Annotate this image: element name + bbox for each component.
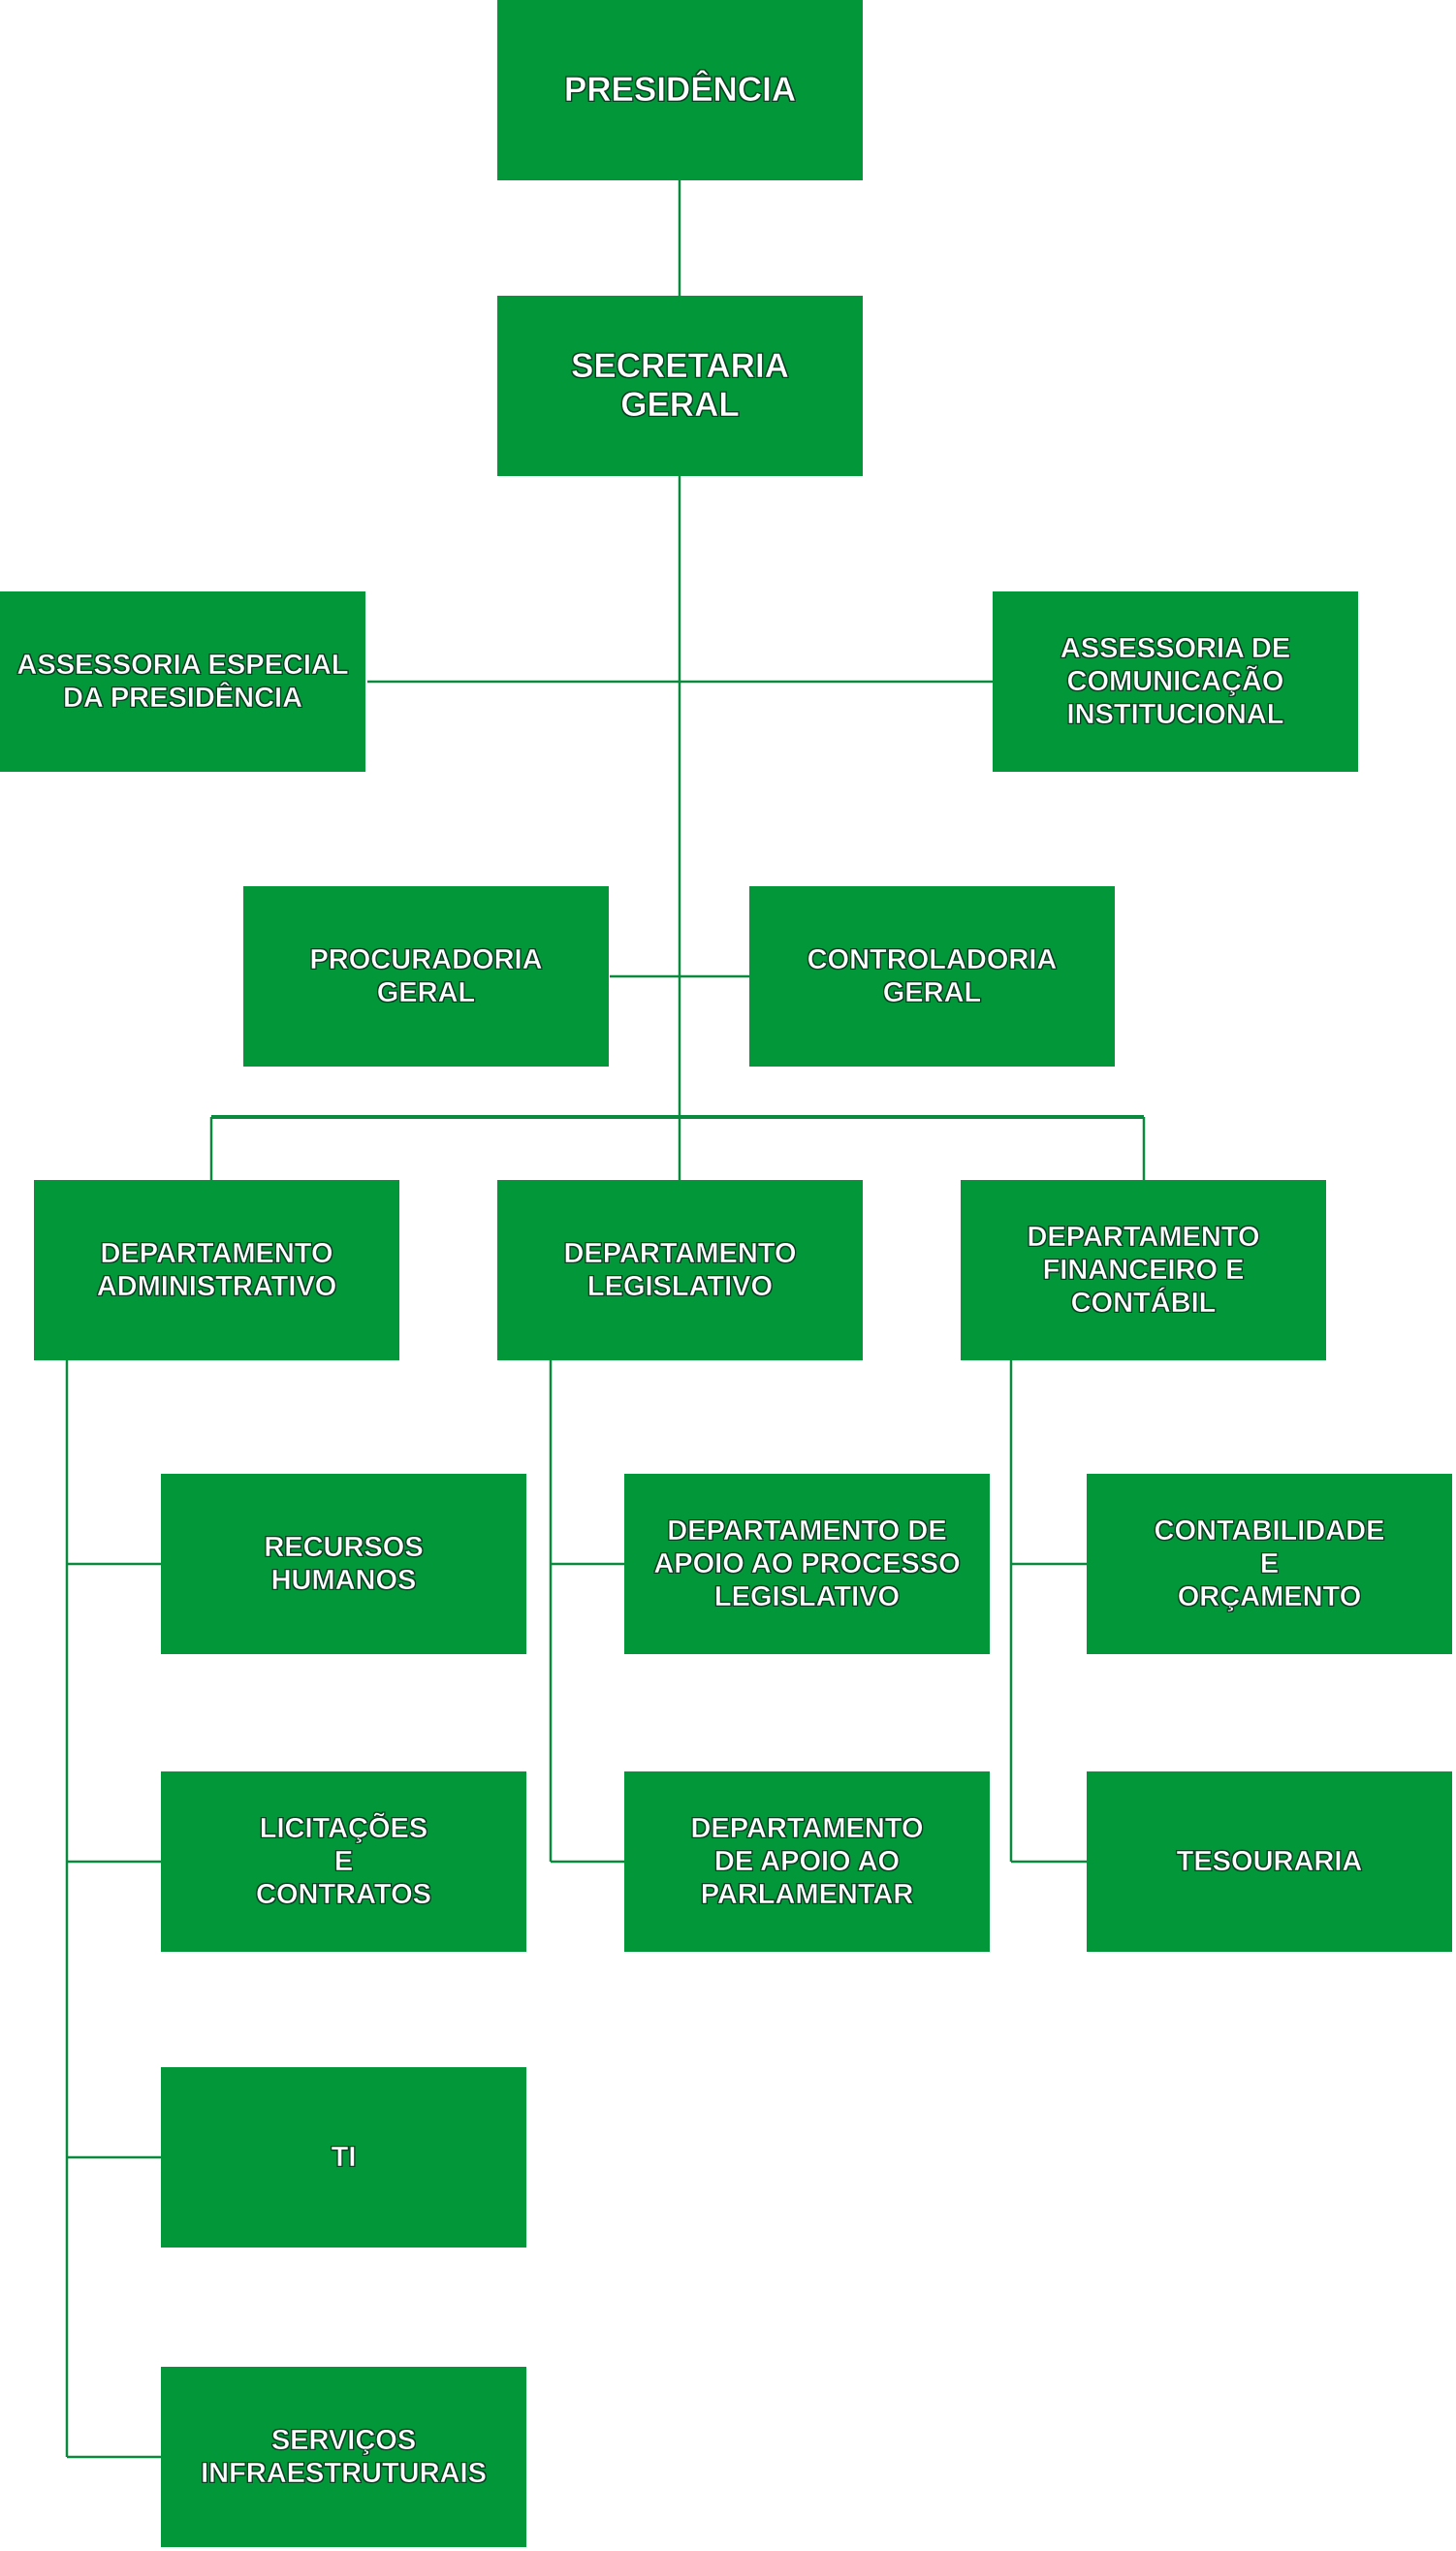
node-presidencia: PRESIDÊNCIA: [497, 0, 863, 180]
node-dept-apoio-processo-legislativo: DEPARTAMENTO DE APOIO AO PROCESSO LEGISL…: [624, 1474, 990, 1654]
node-recursos-humanos: RECURSOS HUMANOS: [161, 1474, 526, 1654]
node-label: CONTROLADORIA GERAL: [807, 944, 1058, 1009]
node-label: DEPARTAMENTO LEGISLATIVO: [563, 1238, 797, 1303]
node-procuradoria-geral: PROCURADORIA GERAL: [243, 886, 609, 1067]
node-licitacoes-contratos: LICITAÇÕES E CONTRATOS: [161, 1771, 526, 1952]
node-label: SECRETARIA GERAL: [571, 347, 790, 425]
node-label: PROCURADORIA GERAL: [309, 944, 543, 1009]
node-label: CONTABILIDADE E ORÇAMENTO: [1154, 1515, 1385, 1613]
node-contabilidade-orcamento: CONTABILIDADE E ORÇAMENTO: [1087, 1474, 1452, 1654]
node-dept-administrativo: DEPARTAMENTO ADMINISTRATIVO: [34, 1180, 399, 1360]
node-dept-apoio-parlamentar: DEPARTAMENTO DE APOIO AO PARLAMENTAR: [624, 1771, 990, 1952]
node-label: RECURSOS HUMANOS: [264, 1532, 424, 1597]
node-assessoria-especial: ASSESSORIA ESPECIAL DA PRESIDÊNCIA: [0, 591, 365, 772]
node-label: DEPARTAMENTO DE APOIO AO PARLAMENTAR: [690, 1813, 924, 1911]
node-label: ASSESSORIA DE COMUNICAÇÃO INSTITUCIONAL: [1060, 633, 1291, 731]
node-label: DEPARTAMENTO FINANCEIRO E CONTÁBIL: [1027, 1222, 1260, 1320]
node-ti: TI: [161, 2067, 526, 2248]
node-label: TESOURARIA: [1176, 1846, 1363, 1878]
node-label: LICITAÇÕES E CONTRATOS: [256, 1813, 432, 1911]
node-label: DEPARTAMENTO DE APOIO AO PROCESSO LEGISL…: [653, 1515, 961, 1613]
node-label: TI: [331, 2142, 357, 2174]
node-dept-financeiro: DEPARTAMENTO FINANCEIRO E CONTÁBIL: [961, 1180, 1326, 1360]
node-controladoria-geral: CONTROLADORIA GERAL: [749, 886, 1115, 1067]
node-servicos-infraestruturais: SERVIÇOS INFRAESTRUTURAIS: [161, 2367, 526, 2547]
node-tesouraria: TESOURARIA: [1087, 1771, 1452, 1952]
node-secretaria-geral: SECRETARIA GERAL: [497, 296, 863, 476]
node-assessoria-comunicacao: ASSESSORIA DE COMUNICAÇÃO INSTITUCIONAL: [993, 591, 1358, 772]
node-dept-legislativo: DEPARTAMENTO LEGISLATIVO: [497, 1180, 863, 1360]
node-label: SERVIÇOS INFRAESTRUTURAIS: [201, 2425, 487, 2490]
node-label: DEPARTAMENTO ADMINISTRATIVO: [96, 1238, 337, 1303]
node-label: PRESIDÊNCIA: [563, 71, 797, 110]
node-label: ASSESSORIA ESPECIAL DA PRESIDÊNCIA: [16, 650, 349, 715]
